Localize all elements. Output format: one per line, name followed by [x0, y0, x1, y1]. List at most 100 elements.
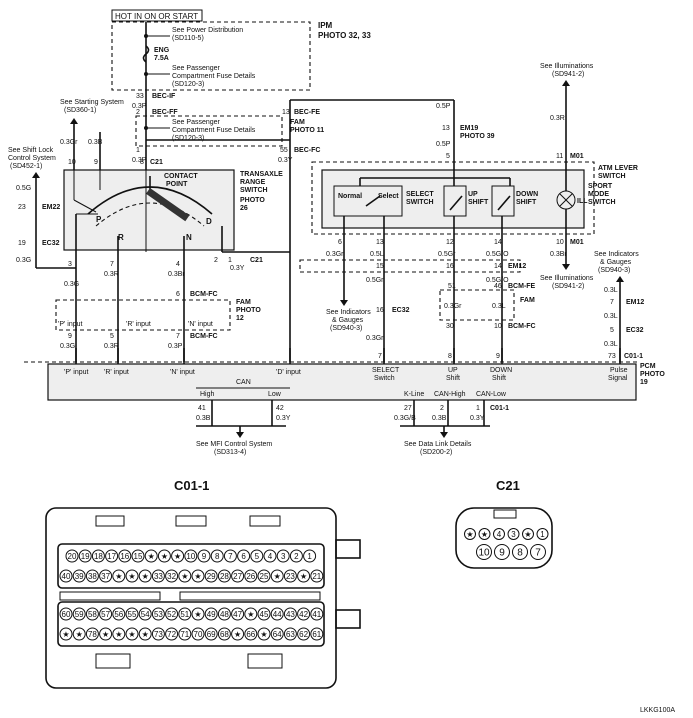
- see-illum2-ref: (SD941-2): [552, 283, 584, 290]
- up-shift-label-1: UP: [468, 191, 478, 198]
- connector-pin-label: ★: [300, 572, 307, 581]
- connector-pin-label: 41: [312, 610, 321, 619]
- sport-label-2: MODE: [588, 191, 609, 198]
- pin-16: 16: [446, 263, 454, 270]
- connector-pin: [204, 569, 218, 583]
- connector-pin: [125, 569, 139, 583]
- connector-pin-label: 27: [233, 572, 242, 581]
- connector-pin-label: 73: [154, 630, 163, 639]
- connector-pin-label: 37: [101, 572, 110, 581]
- c01-title: C01-1: [174, 478, 209, 493]
- pin-27: 27: [404, 405, 412, 412]
- trs-label-1: TRANSAXLE: [240, 171, 283, 178]
- connector-pin-label: ★: [194, 610, 201, 619]
- fam-label: FAM: [520, 297, 535, 304]
- connector-pin-label: 43: [286, 610, 295, 619]
- see-pcfd-text-2: Compartment Fuse Details: [172, 73, 256, 80]
- pin-11: 11: [556, 153, 563, 160]
- connector-pin: [250, 549, 264, 563]
- conn-m01: M01: [570, 153, 584, 160]
- connector-pin-label: ★: [247, 610, 254, 619]
- ipm-label: IPM: [318, 21, 333, 30]
- connector-pin: [157, 549, 171, 563]
- see-shift-text-2: Control System: [8, 155, 56, 162]
- wire-label: 0.3Y: [230, 265, 245, 272]
- connector-pin-label: 1: [307, 552, 312, 561]
- pin-7: 7: [176, 333, 180, 340]
- connector-pin: [99, 569, 113, 583]
- fam-upper-box: [135, 115, 283, 147]
- pin-10: 10: [68, 159, 76, 166]
- down-shift-label-2: SHIFT: [516, 199, 537, 206]
- connector-pin: [178, 607, 192, 621]
- connector-pin-label: 47: [233, 610, 242, 619]
- connector-pin: [522, 528, 534, 540]
- connector-pin-label: 63: [286, 630, 295, 639]
- connector-pin: [494, 544, 510, 560]
- connector-pin-label: 64: [273, 630, 282, 639]
- connector-pin: [283, 569, 297, 583]
- pin-2: 2: [214, 257, 218, 264]
- conn-bec-ff: BEC-FF: [152, 109, 178, 116]
- connector-pin-label: ★: [142, 572, 149, 581]
- connector-pin-label: ★: [128, 572, 135, 581]
- connector-pin-label: 38: [88, 572, 97, 581]
- pcm-can-low: Low: [268, 391, 282, 398]
- connector-pin: [165, 627, 179, 641]
- pin-73: 73: [608, 353, 616, 360]
- pcm-up-2: Shift: [446, 375, 460, 382]
- connector-pin-label: ★: [466, 530, 473, 539]
- connector-pin: [144, 549, 158, 563]
- connector-pin: [191, 569, 205, 583]
- connector-pin: [263, 549, 277, 563]
- wire-label: 0.3Gr: [60, 139, 78, 146]
- connector-pin: [151, 627, 165, 641]
- connector-pin: [244, 627, 258, 641]
- eng-fuse-rating: 7.5A: [154, 55, 169, 62]
- pcm-r-input: 'R' input: [104, 369, 129, 376]
- pin-9: 9: [94, 159, 98, 166]
- pin-13: 13: [282, 109, 290, 116]
- connector-pin-label: 9: [499, 548, 505, 559]
- connector-pin-label: 45: [260, 610, 269, 619]
- connector-pin-label: 66: [246, 630, 255, 639]
- connector-pin-label: 55: [128, 610, 137, 619]
- connector-pin-label: 3: [511, 530, 516, 539]
- connector-pin-label: 20: [68, 552, 77, 561]
- connector-pin: [112, 627, 126, 641]
- connector-pin-label: 6: [241, 552, 246, 561]
- contact-wiper: [145, 188, 190, 222]
- atm-inner-box: [321, 169, 585, 229]
- connector-pin-label: 72: [167, 630, 176, 639]
- sport-label-3: SWITCH: [588, 199, 616, 206]
- wire-label: 0.3L: [604, 341, 618, 348]
- atm-label-1: ATM LEVER: [598, 165, 638, 172]
- connector-pin: [204, 607, 218, 621]
- connector-pin-label: ★: [174, 552, 181, 561]
- connector-pin: [289, 549, 303, 563]
- conn-c21: C21: [250, 257, 263, 264]
- wire-label: 0.3P: [168, 343, 183, 350]
- connector-pin-label: 2: [294, 552, 299, 561]
- em19-photo: PHOTO 39: [460, 133, 495, 140]
- atm-label-2: SWITCH: [598, 173, 626, 180]
- conn-ec32: EC32: [392, 307, 410, 314]
- c21-title: C21: [496, 478, 520, 493]
- connector-pin: [231, 627, 245, 641]
- wire-label: 0.5G/O: [486, 277, 509, 284]
- pin-5: 5: [610, 327, 614, 334]
- pin-4: 4: [176, 261, 180, 268]
- connector-pin: [217, 569, 231, 583]
- connector-pin-label: 4: [497, 530, 502, 539]
- up-shift-box: [443, 185, 467, 217]
- fam-photo-1: PHOTO: [236, 307, 261, 314]
- connector-pin: [125, 627, 139, 641]
- wire-label: 0.5P: [436, 103, 451, 110]
- pin-7: 7: [110, 261, 114, 268]
- pin-10: 10: [556, 239, 564, 246]
- connector-pin-label: 8: [215, 552, 220, 561]
- pcm-down-2: Shift: [492, 375, 506, 382]
